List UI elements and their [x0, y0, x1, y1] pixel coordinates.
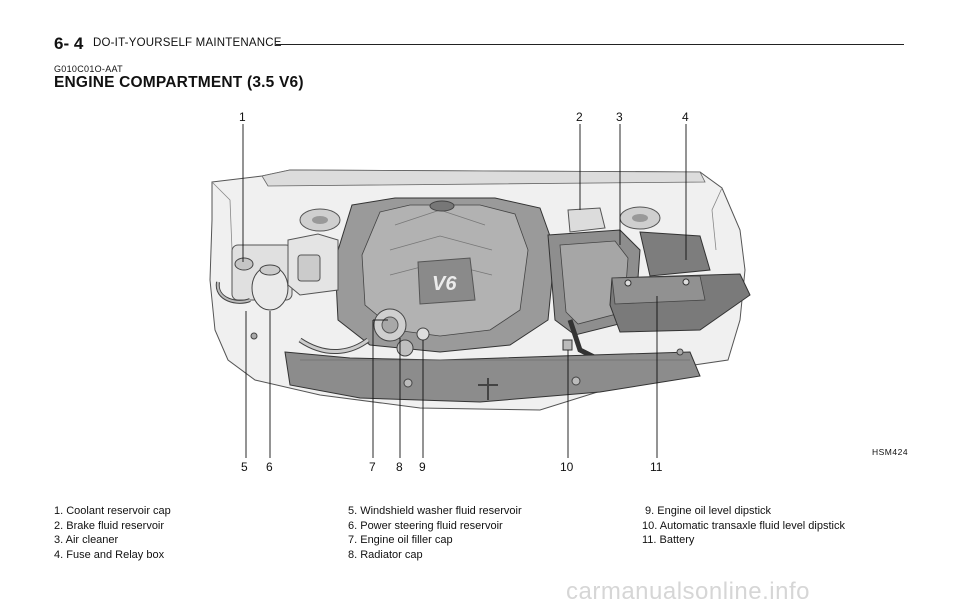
legend-item: 8. Radiator cap — [348, 548, 423, 561]
callout-6: 6 — [266, 460, 273, 474]
v6-badge: V6 — [432, 273, 457, 295]
legend-item: 5. Windshield washer fluid reservoir — [348, 505, 522, 517]
page-number: 6- 4 — [54, 34, 84, 53]
callout-10: 10 — [560, 460, 574, 474]
legend-item: 9. Engine oil level dipstick — [642, 505, 772, 517]
callout-1: 1 — [239, 110, 246, 124]
header-rule — [276, 44, 904, 45]
legend-item: 1. Coolant reservoir cap — [54, 505, 171, 517]
callout-2: 2 — [576, 110, 583, 124]
legend-item: 11. Battery — [642, 534, 695, 546]
document-code: G010C01O-AAT — [54, 64, 123, 74]
callout-7: 7 — [369, 460, 376, 474]
figure-code: HSM424 — [872, 447, 909, 457]
legend-item: 2. Brake fluid reservoir — [54, 519, 165, 532]
section-title: DO-IT-YOURSELF MAINTENANCE — [93, 37, 282, 49]
page-title: ENGINE COMPARTMENT (3.5 V6) — [54, 74, 304, 91]
callout-9: 9 — [419, 460, 426, 474]
page-header: 6- 4 DO-IT-YOURSELF MAINTENANCE — [54, 34, 904, 54]
legend-column-2: 5. Windshield washer fluid reservoir 6. … — [348, 504, 522, 562]
legend-item: 6. Power steering fluid reservoir — [348, 519, 503, 532]
callout-5: 5 — [241, 460, 248, 474]
watermark: carmanualsonline.info — [566, 578, 810, 605]
legend-column-1: 1. Coolant reservoir cap 2. Brake fluid … — [54, 504, 171, 562]
callout-3: 3 — [616, 110, 623, 124]
legend-column-3: 9. Engine oil level dipstick 10. Automat… — [642, 504, 845, 548]
callout-8: 8 — [396, 460, 403, 474]
legend-item: 3. Air cleaner — [54, 534, 119, 546]
legend-item: 10. Automatic transaxle fluid level dips… — [642, 519, 845, 532]
legend-item: 7. Engine oil filler cap — [348, 534, 453, 546]
callout-4: 4 — [682, 110, 689, 124]
callout-11: 11 — [650, 460, 663, 474]
legend-item: 4. Fuse and Relay box — [54, 548, 165, 561]
